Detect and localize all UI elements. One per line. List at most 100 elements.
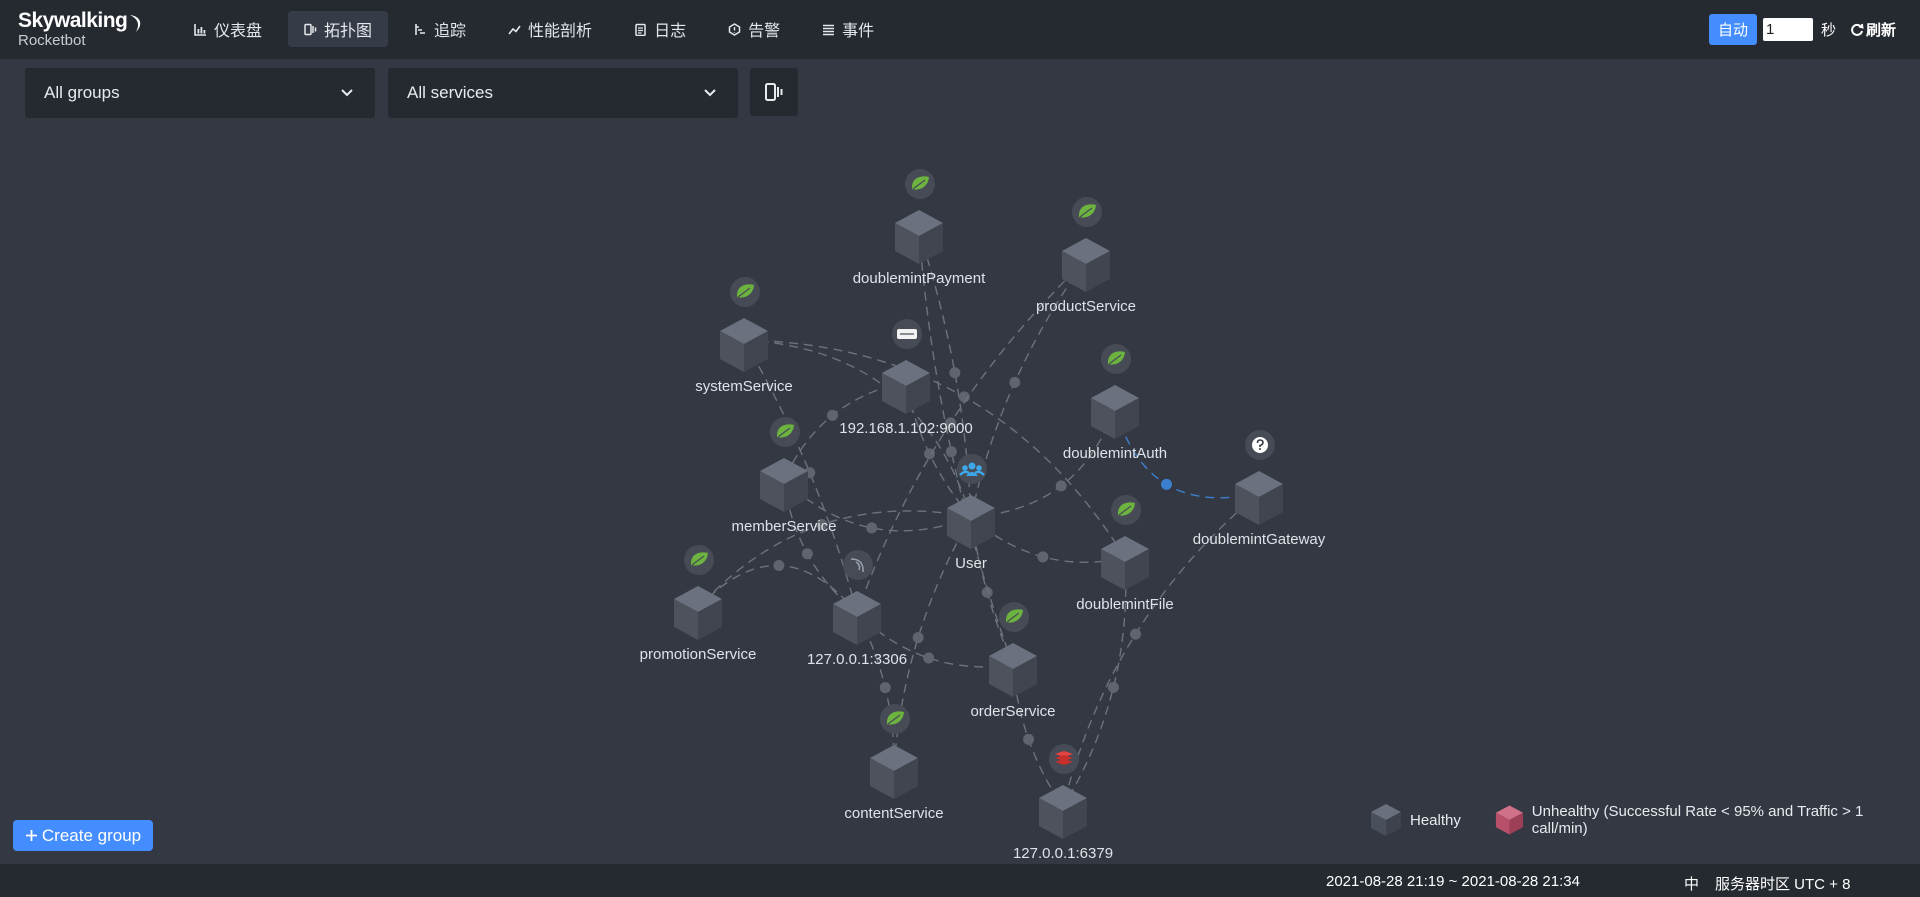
nav-label: 事件 <box>842 23 875 40</box>
topology-node-member[interactable]: memberService <box>731 417 837 535</box>
topology-node-file[interactable]: doublemintFile <box>1076 495 1174 613</box>
link-metric-dot[interactable] <box>826 409 838 421</box>
nav-log[interactable]: 日志 <box>618 11 702 47</box>
node-label: productService <box>1036 298 1136 315</box>
nav-label: 拓扑图 <box>324 23 373 40</box>
node-cube-left <box>989 656 1013 697</box>
node-cube-left <box>1091 398 1115 439</box>
seconds-label: 秒 <box>1820 22 1836 39</box>
brand-name: Skywalking <box>18 9 128 32</box>
topology-node-auth[interactable]: doublemintAuth <box>1063 344 1167 462</box>
topology-node-http9000[interactable]: 192.168.1.102:9000 <box>839 319 973 437</box>
spring-leaf-vein <box>737 287 751 298</box>
interval-input[interactable] <box>1762 18 1813 41</box>
nav-profile[interactable]: 性能剖析 <box>492 11 608 47</box>
link-metric-dot[interactable] <box>1055 480 1067 492</box>
server-timezone: 服务器时区 UTC + 8 <box>1715 876 1851 893</box>
topology-node-gateway[interactable]: doublemintGateway <box>1193 430 1326 548</box>
main-nav: 仪表盘 拓扑图 追踪 性能剖析 日志 告警 事件 <box>178 11 900 47</box>
nav-label: 告警 <box>748 23 781 40</box>
topology-node-content[interactable]: contentService <box>844 704 944 822</box>
nav-event[interactable]: 事件 <box>806 11 890 47</box>
nav-label: 仪表盘 <box>214 23 263 40</box>
link-metric-dot[interactable] <box>1037 551 1049 563</box>
nav-trace[interactable]: 追踪 <box>398 11 482 47</box>
refresh-icon <box>1851 23 1864 36</box>
chevron-down-icon <box>704 89 716 97</box>
link-metric-dot[interactable] <box>1130 628 1142 640</box>
legend-unhealthy-label: Unhealthy (Successful Rate < 95% and Tra… <box>1531 803 1864 837</box>
unhealthy-cube-icon <box>1495 805 1523 835</box>
node-label: 127.0.0.1:3306 <box>807 651 907 668</box>
auto-refresh-button[interactable]: 自动 <box>1708 14 1757 45</box>
create-group-button[interactable]: Create group <box>13 820 153 851</box>
topology-link[interactable] <box>918 231 1014 666</box>
user-icon-sides <box>959 470 985 476</box>
nav-label: 日志 <box>654 23 687 40</box>
link-metric-dot[interactable] <box>945 446 957 458</box>
legend-healthy-label: Healthy <box>1410 811 1461 829</box>
topology-node-system[interactable]: systemService <box>695 277 793 395</box>
nav-alarm[interactable]: 告警 <box>712 11 796 47</box>
node-cube-right <box>1013 656 1037 697</box>
node-cube-right <box>1115 398 1139 439</box>
link-metric-dot[interactable] <box>949 367 961 379</box>
alarm-icon <box>728 22 741 36</box>
nav-dashboard[interactable]: 仪表盘 <box>178 11 278 47</box>
redis-layer-icon <box>1055 751 1073 757</box>
node-cube-right <box>971 508 995 549</box>
nav-topology[interactable]: 拓扑图 <box>288 11 389 47</box>
nav-label: 追踪 <box>434 23 467 40</box>
language-switch[interactable]: 中 <box>1684 876 1700 893</box>
link-metric-dot[interactable] <box>923 652 935 664</box>
spring-leaf-vein <box>1006 612 1020 623</box>
topology-node-promotion[interactable]: promotionService <box>640 545 757 663</box>
topology-node-user[interactable]: User <box>947 454 995 572</box>
node-cube-right <box>1086 251 1110 292</box>
node-cube-right <box>784 471 808 512</box>
node-cube-right <box>1125 549 1149 590</box>
link-metric-dot[interactable] <box>958 391 970 403</box>
link-metric-dot[interactable] <box>1009 376 1021 388</box>
user-icon <box>968 462 976 470</box>
topology-node-payment[interactable]: doublemintPayment <box>853 169 986 287</box>
spring-leaf-vein <box>887 714 901 725</box>
link-metric-dot[interactable] <box>981 586 993 598</box>
link-metric-dot[interactable] <box>1107 681 1119 693</box>
link-metric-dot[interactable] <box>773 560 785 572</box>
services-select[interactable]: All services <box>388 68 738 118</box>
mysql-dolphin-icon <box>850 558 864 573</box>
node-cube-right <box>894 758 918 799</box>
node-label: orderService <box>970 703 1055 720</box>
spring-leaf-vein <box>1118 505 1132 516</box>
node-cube-right <box>919 223 943 264</box>
user-icon-right <box>976 465 982 471</box>
logo-swoosh-icon <box>130 15 141 32</box>
node-cube-right <box>906 373 930 414</box>
node-cube-right <box>1063 798 1087 839</box>
topology-node-order[interactable]: orderService <box>970 602 1056 720</box>
redis-layer-icon <box>1055 759 1073 765</box>
legend-healthy: Healthy <box>1370 803 1461 837</box>
node-label: memberService <box>731 518 836 535</box>
link-metric-dot[interactable] <box>912 632 924 644</box>
link-metric-dot[interactable] <box>923 448 935 460</box>
redis-layer-icon <box>1055 755 1073 761</box>
create-group-label: Create group <box>41 825 142 845</box>
log-icon <box>635 23 646 36</box>
groups-select[interactable]: All groups <box>25 68 375 118</box>
refresh-button[interactable]: 刷新 <box>1850 19 1896 40</box>
link-metric-dot[interactable] <box>866 522 878 534</box>
time-range[interactable]: 2021-08-28 21:19 ~ 2021-08-28 21:34 <box>1326 873 1580 890</box>
topology-node-product[interactable]: productService <box>1036 197 1136 315</box>
logo[interactable]: Skywalking Rocketbot <box>18 9 141 49</box>
topology-node-redis[interactable]: 127.0.0.1:6379 <box>1013 744 1113 862</box>
link-metric-dot[interactable] <box>879 682 891 694</box>
topology-node-mysql[interactable]: 127.0.0.1:3306 <box>807 550 907 668</box>
link-metric-dot[interactable] <box>801 548 813 560</box>
link-metric-dot[interactable] <box>1160 478 1172 490</box>
link-metric-dot[interactable] <box>1023 733 1035 745</box>
node-label: contentService <box>844 805 943 822</box>
toggle-view-button[interactable] <box>750 68 798 116</box>
